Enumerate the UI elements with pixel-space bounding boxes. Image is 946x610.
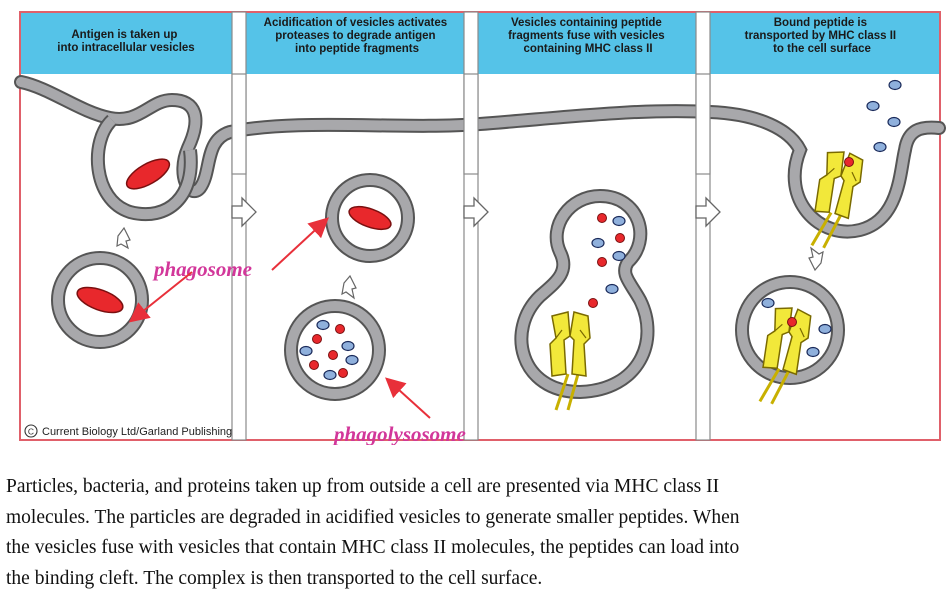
phagolysosome-label: phagolysosome [332,422,466,445]
caption-line: Particles, bacteria, and proteins taken … [6,476,720,497]
down-arrow-icon [116,226,131,250]
svg-text:Current Biology Ltd/Garland Pu: Current Biology Ltd/Garland Publishing [42,426,232,438]
up-arrow-icon [808,246,824,272]
panel-1-invagination [90,114,198,222]
caption-line: the vesicles fuse with vesicles that con… [6,537,740,558]
panel-2-title: Acidification of vesicles activates prot… [264,17,451,55]
phagosome-label: phagosome [152,257,252,281]
antigen-processing-diagram: Antigen is taken up into intracellular v… [14,11,946,445]
svg-text:C: C [28,427,34,437]
phagolysosome-vesicle [284,299,386,401]
phagosome-vesicle-1 [51,251,149,349]
cell-membrane [14,75,946,239]
panel-4-title: Bound peptide is transported by MHC clas… [745,17,900,55]
copyright-notice: C Current Biology Ltd/Garland Publishing [24,424,232,438]
phagosome-vesicle-2 [325,173,415,263]
panel-1-title: Antigen is taken up into intracellular v… [57,29,194,54]
caption-line: molecules. The particles are degraded in… [6,506,740,528]
label-pointer-arrows [128,217,431,419]
fusing-vesicles [514,188,655,412]
header-strip [21,13,939,74]
mhc-loaded-vesicle [735,275,845,410]
caption-line: the binding cleft. The complex is then t… [6,567,543,589]
antigen-particle [125,158,171,190]
panel-transition-arrows [231,196,721,228]
surface-vesicle [804,79,902,254]
figure-caption: Particles, bacteria, and proteins taken … [6,472,942,594]
down-arrow-icon [341,274,357,300]
panel-3-title: Vesicles containing peptide fragments fu… [508,17,668,55]
